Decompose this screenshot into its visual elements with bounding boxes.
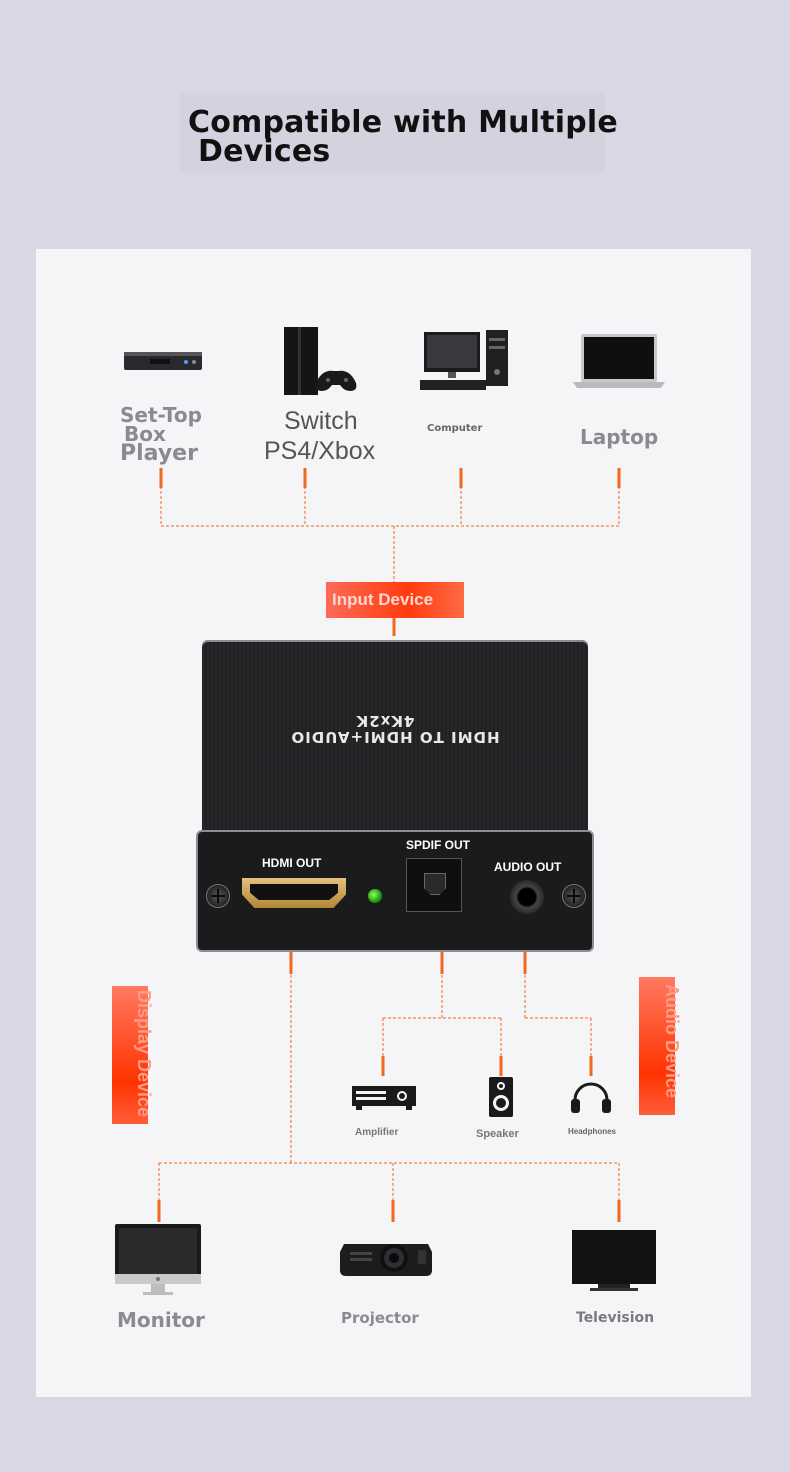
hdmi-audio-extractor: HDMI TO HDMI+AUDIO 4Kx2K HDMI OUT SPDIF … [196,636,594,954]
hdmi-port-inner [250,884,338,900]
audio-jack-icon [510,880,544,914]
computer-icon [420,330,508,390]
device-top-panel: HDMI TO HDMI+AUDIO 4Kx2K [202,640,588,836]
amplifier-icon [352,1086,416,1110]
laptop-label: Laptop [580,425,659,449]
page-title: Compatible with Multiple Devices [188,105,618,169]
laptop-icon [573,334,665,388]
game-console-icon [284,327,357,395]
speaker-label: Speaker [476,1128,519,1140]
set-top-label-line-2: Box [124,422,166,446]
title-line-1: Compatible with Multiple [188,105,618,140]
device-model-text: HDMI TO HDMI+AUDIO [290,728,500,746]
television-icon [572,1230,656,1291]
right-screw-icon [562,884,586,908]
headphones-icon [571,1082,611,1113]
spdif-port-icon [406,858,462,912]
headphones-label: Headphones [568,1127,617,1136]
set-top-label-line-1: Set-Top [120,403,202,427]
audio-device-badge [639,977,675,1115]
spdif-out-label: SPDIF OUT [406,838,471,852]
console-label-line-2: PS4/Xbox [264,437,376,465]
title-line-2: Devices [198,134,331,169]
console-label: Switch PS4/Xbox [264,406,375,466]
projector-label: Projector [341,1309,419,1327]
device-resolution-text: 4Kx2K [355,712,415,730]
left-screw-icon [206,884,230,908]
television-label: Television [576,1310,655,1326]
audio-device-text: Audio Device [662,984,682,1099]
speaker-icon [489,1077,513,1117]
computer-label: Computer [427,423,483,434]
device-front-panel: HDMI OUT SPDIF OUT AUDIO OUT [196,830,594,952]
display-device-text: Display Device [134,990,154,1118]
set-top-label-line-3: Player [120,441,198,466]
set-top-box-icon [124,352,202,370]
console-label-line-1: Switch [284,407,358,435]
amplifier-label: Amplifier [355,1127,399,1138]
monitor-icon [115,1224,201,1295]
input-device-badge: Input Device [326,582,464,618]
monitor-label: Monitor [117,1308,205,1332]
hdmi-out-label: HDMI OUT [262,856,322,870]
display-device-badge [112,986,148,1124]
projector-icon [340,1244,432,1276]
audio-out-label: AUDIO OUT [494,860,562,874]
set-top-box-label: Set-Top Box Player [120,403,202,466]
title-banner [180,93,605,173]
power-led-icon [368,889,382,903]
